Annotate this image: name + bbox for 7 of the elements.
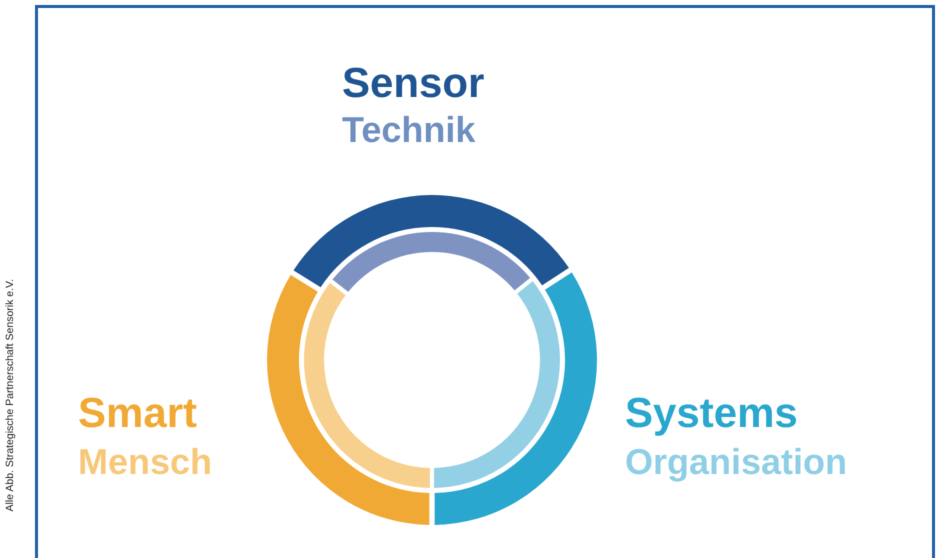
subheading: Mensch [78, 444, 212, 480]
subheading: Technik [342, 112, 476, 148]
heading: Systems [625, 392, 798, 434]
heading: Sensor [342, 62, 484, 104]
subheading: Organisation [625, 444, 848, 480]
heading: Smart [78, 392, 198, 434]
credit-text: Alle Abb. Strategische Partnerschaft Sensorik e.V. [4, 278, 16, 514]
